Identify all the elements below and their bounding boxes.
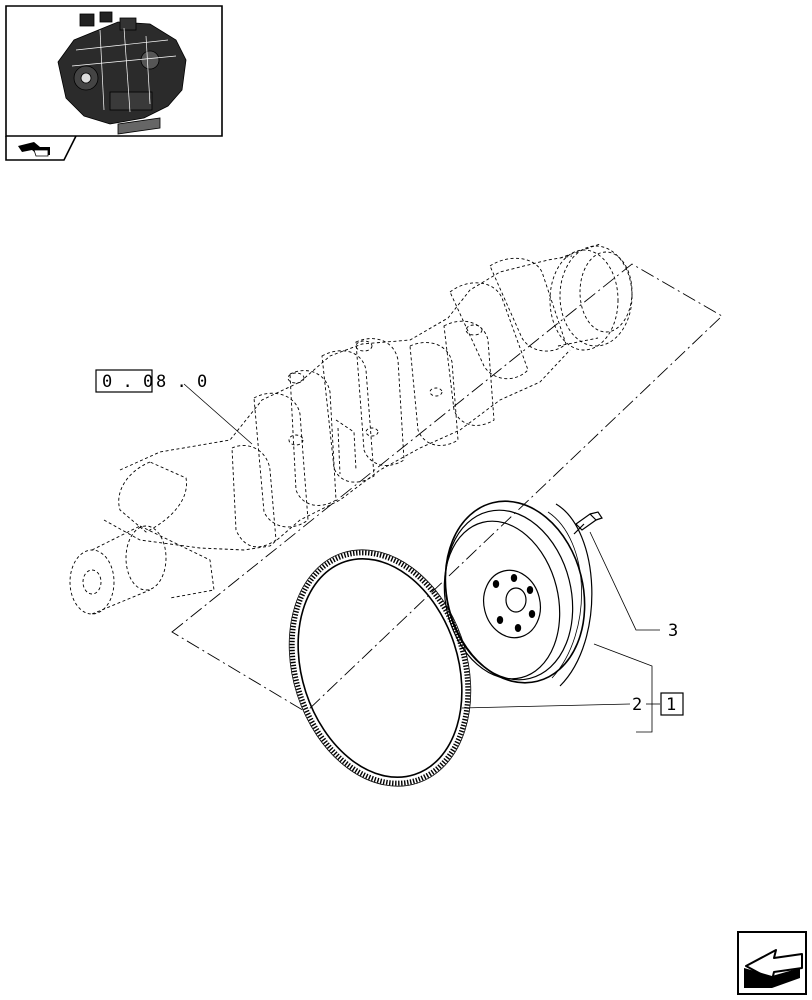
crankshaft [69,243,633,615]
leader-bolt [589,531,660,631]
flywheel-bolt [573,511,603,535]
leader-ring-gear [461,703,631,709]
ref-group-box [95,369,153,393]
flywheel [443,500,593,687]
ref-group-boxed-text: 0 . 0 [102,372,153,392]
kit-bracket [593,643,653,733]
kit-number: 1 [666,695,676,715]
ref-group-rest-text: 8 . 0 [156,372,207,392]
callout-3: 3 [668,621,678,641]
flywheel-ring-gear [288,549,472,787]
engine-thumbnail-icon[interactable] [5,5,223,161]
assembly-axis-frame [171,263,723,713]
next-page-arrow-icon[interactable] [737,931,807,995]
kit-box [660,692,684,716]
page-navigation-arrow-icon[interactable] [18,142,50,157]
leader-crankshaft [183,383,253,445]
callout-2: 2 [632,695,642,715]
